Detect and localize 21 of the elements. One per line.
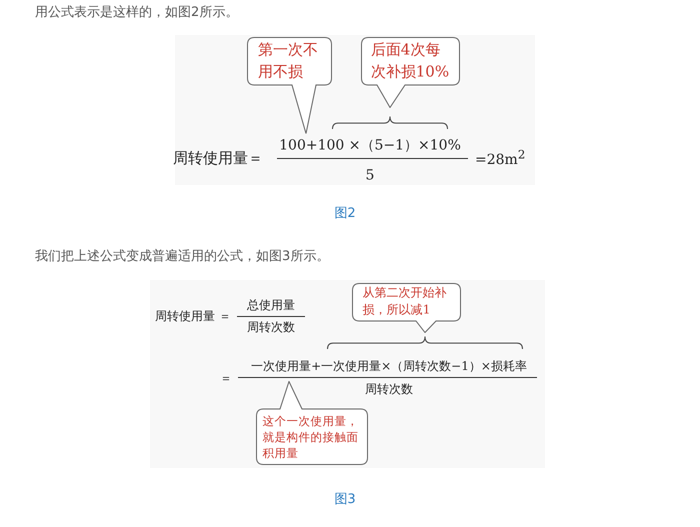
formula-result: =28m$^{2}$	[475, 147, 526, 169]
intro-text: 用公式表示是这样的，如图2所示。	[35, 5, 238, 21]
formula-label: 周转使用量 ＝	[155, 308, 231, 324]
figure-caption: 图3	[334, 492, 356, 508]
speech-bubble	[361, 37, 460, 108]
formula-label: 周转使用量＝	[173, 149, 263, 167]
numerator: 100+100 ×（5−1）×10%	[279, 138, 461, 154]
figure-caption: 图2	[334, 206, 356, 222]
callout-text: 第一次不用不损	[258, 39, 319, 82]
callout-text: 从第二次开始补损，所以减1	[362, 284, 448, 319]
speech-bubble	[352, 283, 461, 333]
intro-text: 我们把上述公式变成普遍适用的公式，如图3所示。	[35, 249, 330, 265]
denominator: 周转次数	[365, 382, 413, 396]
denominator: 5	[366, 168, 374, 184]
callout-text: 这个一次使用量，就是构件的接触面积用量	[262, 412, 360, 462]
numerator: 总使用量	[247, 298, 295, 312]
equals-sign: ＝	[220, 370, 232, 386]
numerator: 一次使用量+一次使用量×（周转次数−1）×损耗率	[251, 358, 527, 374]
speech-bubble	[247, 37, 332, 134]
callout-text: 后面4次每次补损10%	[370, 39, 450, 82]
denominator: 周转次数	[247, 320, 295, 334]
